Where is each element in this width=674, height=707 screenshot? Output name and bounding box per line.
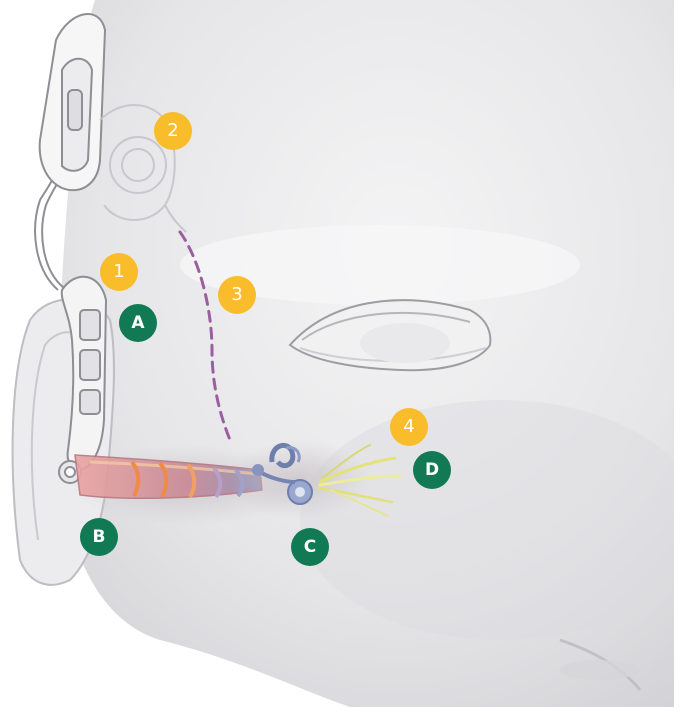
marker-d: D bbox=[413, 451, 451, 489]
marker-a: A bbox=[119, 304, 157, 342]
marker-1: 1 bbox=[100, 253, 138, 291]
marker-b: B bbox=[80, 518, 118, 556]
marker-3: 3 bbox=[218, 276, 256, 314]
marker-4: 4 bbox=[390, 408, 428, 446]
marker-c: C bbox=[291, 528, 329, 566]
transmitter-coil-icon bbox=[40, 14, 105, 190]
marker-2: 2 bbox=[154, 112, 192, 150]
